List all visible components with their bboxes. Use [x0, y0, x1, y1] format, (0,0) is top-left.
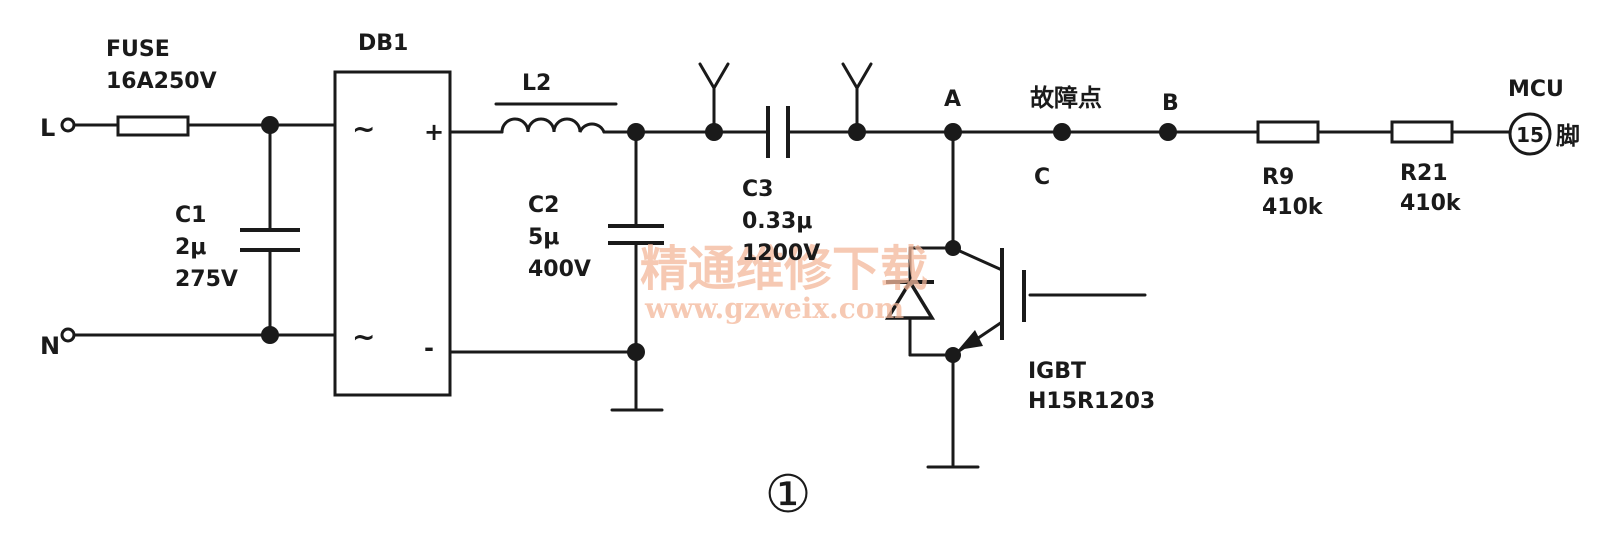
- junction-c2-bottom: [627, 343, 645, 361]
- terminal-n: [60, 327, 76, 343]
- fault-point-label: 故障点: [1030, 84, 1102, 112]
- junction-c2-top: [627, 123, 645, 141]
- junction-fault-c: [1053, 123, 1071, 141]
- r21-name-label: R21: [1400, 161, 1448, 186]
- db1-bridge-rectifier: [333, 70, 452, 397]
- c1-value-label: 2μ: [175, 235, 207, 260]
- c1-voltage-label: 275V: [175, 267, 238, 292]
- db1-label: DB1: [358, 31, 408, 56]
- probe1-y: [698, 62, 730, 91]
- c3-voltage-label: 1200V: [742, 241, 820, 266]
- l2-label: L2: [522, 71, 551, 96]
- db1-minus-label: -: [424, 334, 434, 362]
- r9-resistor: [1256, 120, 1320, 144]
- igbt-model-label: H15R1203: [1028, 389, 1155, 414]
- junction-igbt-collector: [945, 240, 961, 256]
- mcu-pin-circle: [1508, 112, 1552, 156]
- mcu-pin-suffix: 脚: [1556, 122, 1580, 150]
- figure-number: ①: [765, 465, 812, 525]
- l2-inductor-coil: [500, 117, 606, 134]
- r9-value-label: 410k: [1262, 195, 1324, 220]
- node-b-label: B: [1162, 91, 1179, 116]
- c3-name-label: C3: [742, 177, 773, 202]
- watermark-title: 精通维修下载: [640, 241, 928, 297]
- c1-name-label: C1: [175, 203, 206, 228]
- r21-value-label: 410k: [1400, 191, 1462, 216]
- fuse-symbol: [116, 115, 190, 137]
- db1-plus-label: +: [424, 118, 444, 146]
- c2-voltage-label: 400V: [528, 257, 591, 282]
- junction-dots: [261, 116, 1177, 363]
- junction-c1-top: [261, 116, 279, 134]
- fuse-rating-label: 16A250V: [106, 69, 217, 94]
- junction-probe1: [705, 123, 723, 141]
- junction-a: [944, 123, 962, 141]
- junction-b: [1159, 123, 1177, 141]
- terminal-l-label: L: [40, 114, 55, 142]
- db1-ac-in-1: ~: [352, 112, 375, 145]
- node-a-label: A: [944, 87, 961, 112]
- fuse-name-label: FUSE: [106, 37, 170, 62]
- r21-resistor: [1390, 120, 1454, 144]
- junction-probe2: [848, 123, 866, 141]
- junction-c1-bottom: [261, 326, 279, 344]
- c2-value-label: 5μ: [528, 225, 560, 250]
- r9-name-label: R9: [1262, 165, 1294, 190]
- igbt-emitter-arrow: [958, 330, 983, 350]
- probe2-y: [841, 62, 873, 91]
- node-c-label: C: [1034, 165, 1050, 190]
- mcu-pin-number: 15: [1516, 123, 1544, 147]
- igbt-name-label: IGBT: [1028, 359, 1086, 384]
- igbt-collector-lead: [951, 246, 1004, 272]
- damper-diode: [884, 278, 936, 320]
- watermark-url: www.gzweix.com: [644, 292, 904, 325]
- c2-name-label: C2: [528, 193, 559, 218]
- terminal-n-label: N: [40, 332, 60, 360]
- junction-igbt-emitter: [945, 347, 961, 363]
- terminal-l: [60, 117, 76, 133]
- db1-ac-in-2: ~: [352, 320, 375, 353]
- mcu-label: MCU: [1508, 77, 1564, 102]
- c3-value-label: 0.33μ: [742, 209, 812, 234]
